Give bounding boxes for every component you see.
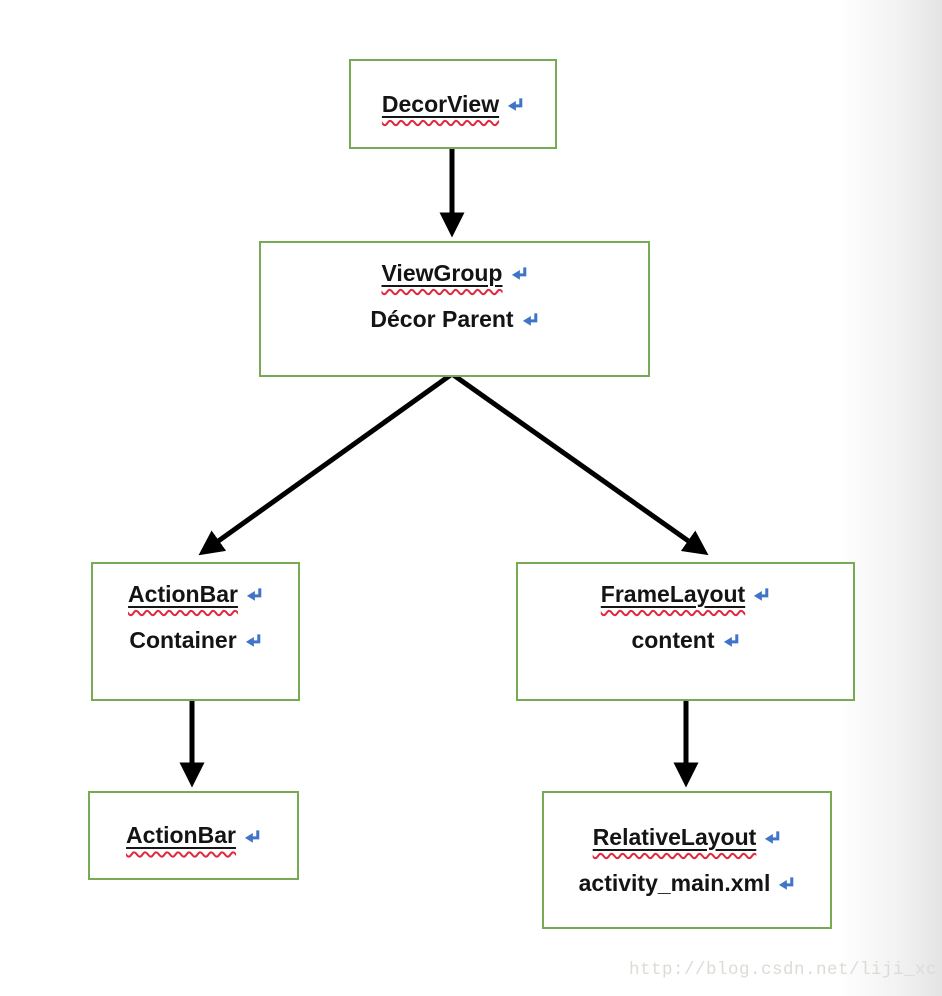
- node-subtitle: Container: [129, 626, 237, 653]
- csdn-watermark: http://blog.csdn.net/liji_xc: [628, 960, 937, 980]
- page-edge-shadow: [837, 0, 942, 996]
- node-viewgroup: ViewGroup Décor Parent: [259, 241, 650, 377]
- return-arrow-icon: [244, 829, 260, 843]
- node-title: FrameLayout: [600, 580, 746, 607]
- return-arrow-icon: [245, 634, 260, 647]
- arrow-viewgroup-to-actionbar-container: [198, 371, 454, 556]
- node-relativelayout: RelativeLayout activity_main.xml: [542, 791, 832, 929]
- node-subtitle: Décor Parent: [370, 305, 514, 332]
- return-arrow-icon: [765, 831, 780, 844]
- node-title: ViewGroup: [381, 259, 503, 286]
- node-subtitle: activity_main.xml: [578, 869, 771, 896]
- return-arrow-icon: [507, 98, 523, 111]
- node-framelayout: FrameLayout content: [516, 562, 855, 701]
- node-title-line: ActionBar: [126, 813, 261, 859]
- node-title: DecorView: [381, 90, 500, 117]
- return-arrow-icon: [779, 877, 794, 890]
- node-title-line: ViewGroup: [382, 250, 528, 296]
- node-title-line: ActionBar: [128, 571, 263, 617]
- node-subtitle-line: content: [631, 617, 739, 663]
- return-arrow-icon: [511, 267, 526, 280]
- node-title-line: FrameLayout: [601, 571, 770, 617]
- return-arrow-icon: [723, 634, 738, 647]
- node-actionbar-container: ActionBar Container: [91, 562, 300, 701]
- return-arrow-icon: [754, 588, 769, 601]
- node-subtitle-line: activity_main.xml: [579, 860, 796, 906]
- node-title: ActionBar: [128, 580, 238, 607]
- node-subtitle: content: [631, 626, 715, 653]
- node-title: RelativeLayout: [592, 823, 757, 850]
- arrow-viewgroup-to-framelayout: [450, 371, 709, 556]
- node-title: ActionBar: [126, 822, 236, 848]
- node-subtitle-line: Décor Parent: [370, 296, 538, 342]
- return-arrow-icon: [522, 313, 537, 326]
- node-title-line: DecorView: [382, 81, 524, 127]
- node-actionbar: ActionBar: [88, 791, 299, 880]
- node-subtitle-line: Container: [129, 617, 261, 663]
- node-decorview: DecorView: [349, 59, 557, 149]
- node-title-line: RelativeLayout: [593, 814, 782, 860]
- return-arrow-icon: [246, 588, 262, 601]
